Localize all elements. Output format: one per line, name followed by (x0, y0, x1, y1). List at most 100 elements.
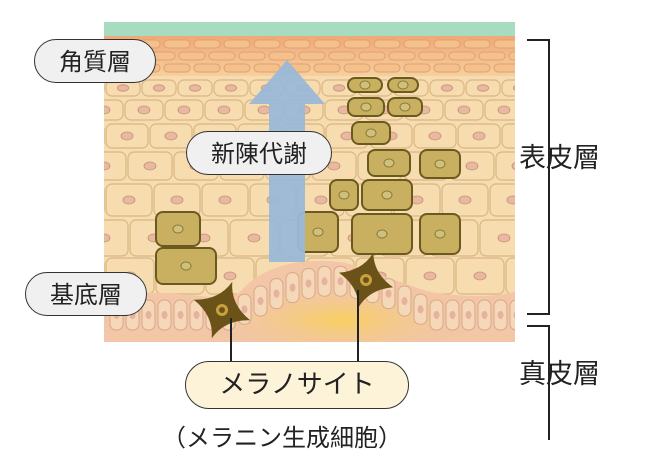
keratin-flake (388, 51, 416, 61)
keratin-flake (163, 63, 191, 73)
epidermis-cell (104, 151, 127, 181)
pigmented-nucleus (359, 80, 371, 90)
pigmented-nucleus (381, 190, 393, 200)
keratin-flake (298, 51, 326, 61)
keratin-flake (343, 39, 371, 49)
cell-nucleus (75, 196, 87, 204)
basal-nucleus (289, 283, 296, 292)
epidermis-cell (104, 99, 124, 121)
cell-nucleus (122, 195, 136, 205)
keratin-flake (508, 51, 515, 61)
epidermis-cell (501, 79, 515, 97)
dermis-bracket (527, 325, 550, 440)
keratin-flake (208, 51, 236, 61)
basal-nucleus (481, 311, 488, 319)
basal-nucleus (513, 311, 515, 319)
cell-nucleus (457, 105, 471, 115)
cell-nucleus (472, 131, 486, 141)
basal-nucleus (449, 311, 456, 319)
cell-nucleus (497, 105, 511, 115)
cell-nucleus (512, 85, 515, 91)
basal-nucleus (145, 311, 152, 319)
cell-nucleus (314, 195, 328, 205)
skin-surface-band (104, 22, 515, 36)
epidermis-cell (505, 257, 515, 295)
cell-nucleus (116, 84, 130, 92)
keratin-flake (373, 39, 401, 49)
pigmented-nucleus (434, 159, 446, 169)
cell-nucleus (428, 131, 442, 141)
basal-nucleus (273, 289, 280, 298)
melanocyte-cell-right (338, 252, 394, 308)
dermis-label: 真皮層 (519, 359, 600, 390)
melanocyte-cell-left (193, 281, 251, 339)
keratin-flake (328, 51, 356, 61)
epidermis-label: 表皮層 (519, 143, 600, 174)
epidermis-cell (104, 219, 129, 257)
basal-nucleus (161, 311, 168, 319)
cell-nucleus (104, 161, 111, 171)
pigmented-nucleus (172, 224, 184, 234)
keratin-flake (448, 51, 476, 61)
pigmented-nucleus (397, 80, 409, 90)
keratin-flake (193, 39, 221, 49)
basal-nucleus (305, 279, 312, 288)
epidermis-cell (479, 219, 515, 257)
basal-nucleus (433, 311, 440, 319)
pigmented-nucleus (376, 229, 388, 239)
cell-nucleus (224, 84, 238, 92)
basal-nucleus (497, 311, 504, 319)
keratin-flake (373, 63, 401, 73)
keratin-flake (478, 51, 506, 61)
basal-nucleus (337, 277, 344, 286)
cell-nucleus (217, 105, 231, 115)
basal-nucleus (257, 296, 264, 305)
keratin-flake (313, 39, 341, 49)
basal-nucleus (193, 311, 200, 319)
melanocyte-label: メラノサイト (185, 361, 409, 409)
keratin-flake (358, 51, 386, 61)
keratin-flake (493, 39, 515, 49)
keratin-flake (238, 51, 266, 61)
keratin-flake (283, 39, 311, 49)
cell-nucleus (511, 162, 515, 170)
keratin-flake (433, 63, 461, 73)
cell-nucleus (120, 131, 134, 141)
cell-nucleus (77, 132, 89, 140)
keratin-flake (253, 63, 281, 73)
basal-nucleus (401, 297, 408, 306)
stratum-corneum-label: 角質層 (34, 39, 156, 83)
cell-nucleus (104, 105, 111, 115)
basal-layer-label: 基底層 (25, 272, 147, 316)
basal-nucleus (241, 305, 248, 314)
basal-cell (509, 299, 515, 331)
cell-nucleus (497, 233, 511, 243)
cell-nucleus (473, 271, 487, 281)
pigmented-nucleus (180, 261, 192, 271)
basal-nucleus (465, 311, 472, 319)
pigmented-nucleus (365, 128, 377, 138)
keratin-flake-rows (104, 39, 515, 73)
cell-nucleus (143, 161, 157, 171)
melanocyte-caption: （メラニン生成細胞） (162, 424, 402, 452)
epidermis-cell (104, 127, 105, 145)
epidermis-cell (104, 187, 105, 213)
epidermis-cell (489, 183, 515, 217)
epidermis-cell (495, 151, 515, 181)
turnover-label: 新陳代謝 (186, 131, 332, 175)
keratin-flake (163, 39, 191, 49)
epidermis-bracket (527, 39, 550, 315)
cell-nucleus (104, 233, 111, 243)
keratin-flake (223, 39, 251, 49)
cell-nucleus (152, 84, 166, 92)
cell-nucleus (81, 85, 92, 91)
cell-nucleus (188, 84, 202, 92)
cell-nucleus (257, 105, 271, 115)
pigmented-nucleus (434, 229, 446, 239)
cell-nucleus (423, 271, 437, 281)
keratin-flake (193, 63, 221, 73)
keratin-flake (403, 63, 431, 73)
cell-nucleus (170, 195, 184, 205)
keratin-flake (313, 63, 341, 73)
pigmented-cells (155, 77, 461, 285)
